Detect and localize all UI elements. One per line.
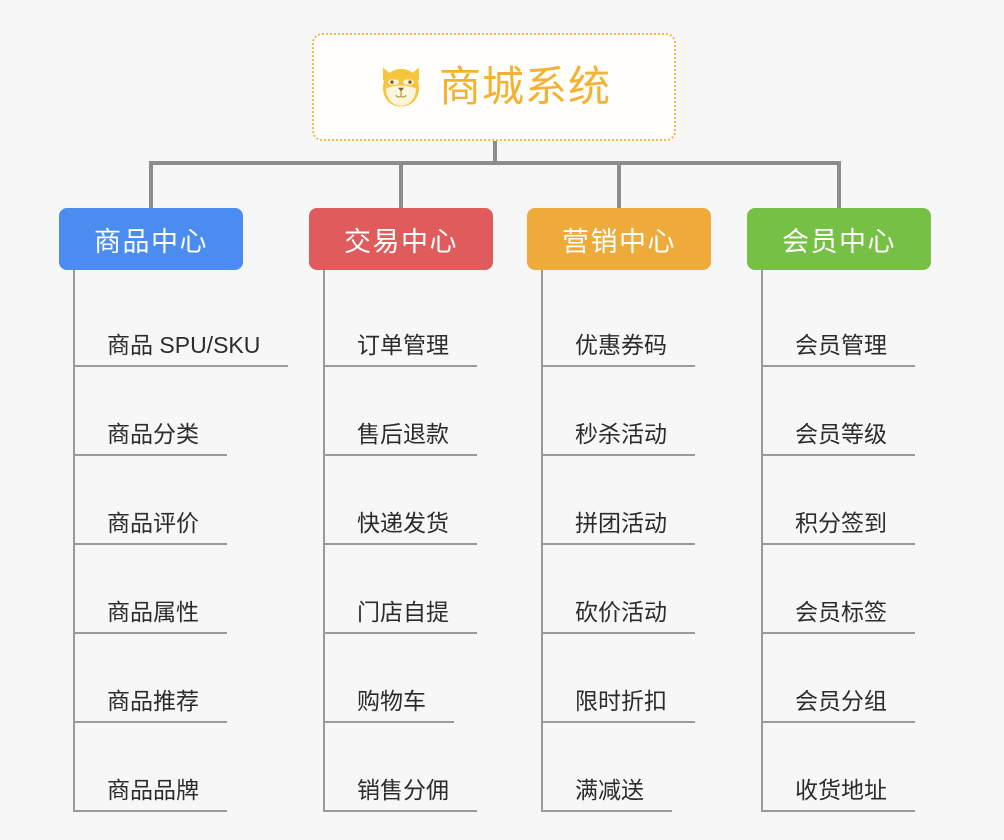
branch-header-member[interactable]: 会员中心 (747, 208, 931, 270)
list-item-label: 门店自提 (323, 598, 477, 634)
branch-spine (323, 270, 325, 812)
list-item[interactable]: 商品品牌 (59, 723, 243, 812)
list-item[interactable]: 砍价活动 (527, 545, 711, 634)
list-item[interactable]: 销售分佣 (309, 723, 493, 812)
list-item[interactable]: 会员管理 (747, 278, 931, 367)
list-item-label: 会员标签 (761, 598, 915, 634)
branch-items-member: 会员管理 会员等级 积分签到 会员标签 会员分组 收货地址 (747, 270, 931, 812)
list-item[interactable]: 快递发货 (309, 456, 493, 545)
list-item[interactable]: 会员标签 (747, 545, 931, 634)
branch-header-label: 营销中心 (562, 226, 676, 257)
list-item[interactable]: 商品推荐 (59, 634, 243, 723)
list-item-label: 秒杀活动 (541, 420, 695, 456)
list-item[interactable]: 售后退款 (309, 367, 493, 456)
list-item[interactable]: 会员等级 (747, 367, 931, 456)
branch-header-product[interactable]: 商品中心 (59, 208, 243, 270)
branch-header-label: 交易中心 (344, 226, 458, 257)
branch-column-product: 商品中心 商品 SPU/SKU 商品分类 商品评价 商品属性 商品推荐 商品品牌 (59, 208, 289, 812)
list-item[interactable]: 门店自提 (309, 545, 493, 634)
list-item-label: 销售分佣 (323, 776, 477, 812)
connector-drop-2 (617, 161, 621, 209)
list-item[interactable]: 积分签到 (747, 456, 931, 545)
list-item-label: 砍价活动 (541, 598, 695, 634)
branch-header-label: 商品中心 (94, 226, 208, 257)
list-item-label: 商品分类 (73, 420, 227, 456)
connector-horizontal-bus (149, 161, 840, 165)
connector-drop-1 (399, 161, 403, 209)
list-item[interactable]: 商品分类 (59, 367, 243, 456)
list-item-label: 会员分组 (761, 687, 915, 723)
list-item-label: 会员管理 (761, 331, 915, 367)
list-item[interactable]: 订单管理 (309, 278, 493, 367)
shiba-dog-icon (382, 67, 419, 107)
branch-column-trade: 交易中心 订单管理 售后退款 快递发货 门店自提 购物车 销售分佣 (309, 208, 493, 812)
connector-drop-0 (149, 161, 153, 209)
list-item[interactable]: 购物车 (309, 634, 493, 723)
list-item-label: 商品评价 (73, 509, 227, 545)
branch-column-member: 会员中心 会员管理 会员等级 积分签到 会员标签 会员分组 收货地址 (747, 208, 931, 812)
list-item-label: 商品 SPU/SKU (73, 331, 289, 367)
list-item[interactable]: 秒杀活动 (527, 367, 711, 456)
branch-header-label: 会员中心 (782, 226, 896, 257)
root-node[interactable]: 商城系统 (312, 33, 676, 141)
list-item-label: 售后退款 (323, 420, 477, 456)
list-item-label: 购物车 (323, 687, 454, 723)
list-item[interactable]: 拼团活动 (527, 456, 711, 545)
list-item[interactable]: 限时折扣 (527, 634, 711, 723)
list-item[interactable]: 商品 SPU/SKU (59, 278, 289, 367)
branch-header-trade[interactable]: 交易中心 (309, 208, 493, 270)
list-item[interactable]: 商品评价 (59, 456, 243, 545)
list-item-label: 订单管理 (323, 331, 477, 367)
list-item-label: 商品推荐 (73, 687, 227, 723)
branch-items-marketing: 优惠券码 秒杀活动 拼团活动 砍价活动 限时折扣 满减送 (527, 270, 711, 812)
branch-column-marketing: 营销中心 优惠券码 秒杀活动 拼团活动 砍价活动 限时折扣 满减送 (527, 208, 711, 812)
list-item[interactable]: 会员分组 (747, 634, 931, 723)
list-item-label: 商品品牌 (73, 776, 227, 812)
connector-drop-3 (837, 161, 841, 209)
branch-header-marketing[interactable]: 营销中心 (527, 208, 711, 270)
branch-items-product: 商品 SPU/SKU 商品分类 商品评价 商品属性 商品推荐 商品品牌 (59, 270, 289, 812)
list-item-label: 限时折扣 (541, 687, 695, 723)
list-item-label: 快递发货 (323, 509, 477, 545)
connector-root-stem (493, 141, 497, 163)
list-item-label: 积分签到 (761, 509, 915, 545)
list-item-label: 满减送 (541, 776, 672, 812)
branch-items-trade: 订单管理 售后退款 快递发货 门店自提 购物车 销售分佣 (309, 270, 493, 812)
list-item-label: 优惠券码 (541, 331, 695, 367)
list-item[interactable]: 优惠券码 (527, 278, 711, 367)
list-item-label: 收货地址 (761, 776, 915, 812)
branch-spine (761, 270, 763, 812)
branch-spine (541, 270, 543, 812)
root-title: 商城系统 (438, 63, 611, 110)
list-item[interactable]: 收货地址 (747, 723, 931, 812)
list-item-label: 会员等级 (761, 420, 915, 456)
list-item-label: 拼团活动 (541, 509, 695, 545)
list-item-label: 商品属性 (73, 598, 227, 634)
branch-spine (73, 270, 75, 812)
list-item[interactable]: 商品属性 (59, 545, 243, 634)
list-item[interactable]: 满减送 (527, 723, 711, 812)
